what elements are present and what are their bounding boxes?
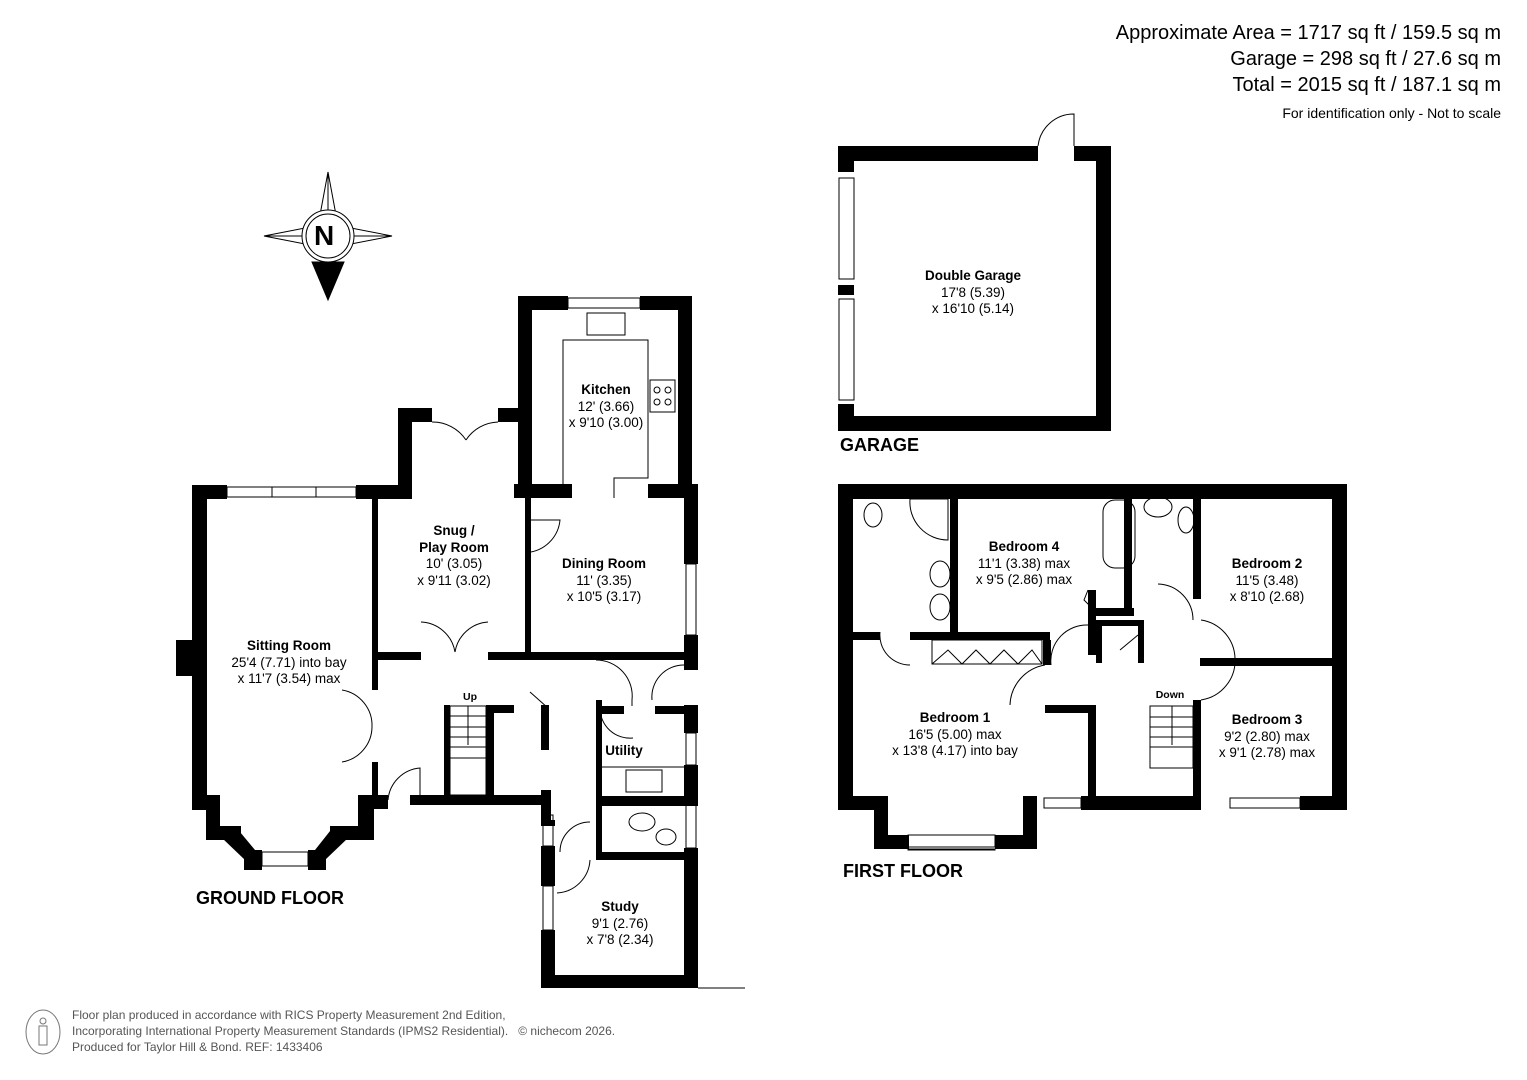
room-double-garage: Double Garage 17'8 (5.39) x 16'10 (5.14): [924, 268, 1022, 316]
room-dining-room: Dining Room 11' (3.35) x 10'5 (3.17): [562, 556, 646, 604]
room-sitting-room: Sitting Room 25'4 (7.71) into bay x 11'7…: [231, 638, 347, 686]
person-icon: [25, 1009, 61, 1055]
approximate-area: Approximate Area = 1717 sq ft / 159.5 sq…: [1115, 22, 1501, 44]
ground-floor-title: GROUND FLOOR: [196, 888, 344, 908]
garage-fixtures: [838, 113, 1075, 401]
first-floor-fixtures: [839, 485, 1305, 851]
scale-disclaimer: For identification only - Not to scale: [1282, 105, 1501, 121]
ground-floor-walls: [176, 296, 698, 988]
stairs-down-label: Down: [1155, 689, 1185, 701]
garage-area: Garage = 298 sq ft / 27.6 sq m: [1230, 48, 1501, 70]
room-study: Study 9'1 (2.76) x 7'8 (2.34): [586, 899, 654, 947]
footer-credits: Floor plan produced in accordance with R…: [72, 1008, 616, 1054]
stairs-up-label: Up: [463, 691, 477, 703]
total-area: Total = 2015 sq ft / 187.1 sq m: [1232, 74, 1502, 96]
room-utility: Utility: [605, 743, 643, 758]
garage-title: GARAGE: [840, 435, 920, 455]
room-bedroom-1: Bedroom 1 16'5 (5.00) max x 13'8 (4.17) …: [892, 710, 1018, 758]
room-bedroom-3: Bedroom 3 9'2 (2.80) max x 9'1 (2.78) ma…: [1218, 712, 1316, 760]
room-bedroom-2: Bedroom 2 11'5 (3.48) x 8'10 (2.68): [1229, 556, 1305, 604]
compass-rose-icon: [263, 171, 393, 302]
compass-north-label: N: [314, 220, 335, 251]
room-snug-play-room: Snug / Play Room 10' (3.05) x 9'11 (3.02…: [417, 523, 491, 588]
garage-walls: [838, 146, 1111, 431]
first-floor-walls: [838, 484, 1347, 849]
copyright-notice: © nichecom 2026.: [518, 1024, 616, 1038]
ground-floor-fixtures: [226, 297, 745, 989]
first-floor-title: FIRST FLOOR: [843, 861, 963, 881]
room-kitchen: Kitchen 12' (3.66) x 9'10 (3.00): [568, 382, 644, 430]
room-bedroom-4: Bedroom 4 11'1 (3.38) max x 9'5 (2.86) m…: [975, 539, 1073, 587]
